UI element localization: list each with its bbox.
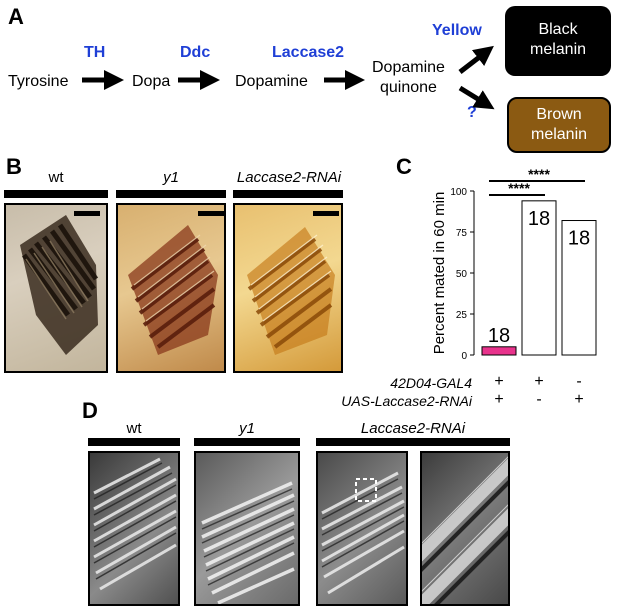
b-photo-y1: [116, 203, 226, 373]
chart-y-tick-label-75: 75: [456, 228, 468, 239]
chart-bar-1: [481, 346, 517, 356]
d-sem-zoom: [420, 451, 510, 606]
arrow-to-brown: [458, 85, 495, 110]
chart-bar-3: [561, 220, 597, 356]
dopamine-label: Dopamine: [235, 73, 308, 90]
quinone-label-line1: Dopamine: [372, 59, 445, 76]
th-enzyme-label: TH: [84, 44, 106, 61]
laccase2-enzyme-label: Laccase2: [272, 44, 345, 61]
b-y1-scale-bar: [198, 211, 224, 216]
d-sem-y1-combs: [201, 481, 295, 604]
unknown-enzyme-label: ?: [467, 104, 477, 121]
brown-melanin-line2: melanin: [530, 126, 588, 143]
black-melanin-line1: Black: [538, 21, 578, 38]
b-laccase2-scale-bar: [313, 211, 339, 216]
genotype-sign-row2-col3: +: [574, 391, 584, 408]
b-bar-y1: [116, 190, 226, 198]
mating-chart: Percent mated in 60 min 0 25 50 75 100 18 18 18 *…: [431, 166, 597, 362]
d-bar-wt: [88, 438, 180, 446]
arrow-to-black: [458, 45, 494, 74]
chart-y-tick-label-100: 100: [450, 187, 467, 198]
d-label-wt: wt: [126, 420, 142, 437]
genotype-sign-row1-col1: +: [494, 373, 504, 390]
b-wt-scale-bar: [74, 211, 100, 216]
quinone-label-line2: quinone: [380, 79, 437, 96]
chart-y-axis-label: Percent mated in 60 min: [431, 192, 448, 355]
b-label-laccase2: Laccase2-RNAi: [236, 169, 342, 186]
panel-a-letter: A: [8, 4, 24, 29]
d-sem-zoom-combs: [422, 456, 508, 604]
dopa-label: Dopa: [132, 73, 171, 90]
b-y1-combs: [128, 225, 218, 355]
black-melanin-box: Black melanin: [505, 6, 611, 76]
brown-melanin-line1: Brown: [536, 106, 582, 123]
black-melanin-line2: melanin: [529, 41, 587, 58]
significance-stars-2: ****: [508, 180, 530, 196]
panel-c-letter: C: [396, 154, 412, 179]
b-label-y1: y1: [163, 169, 179, 186]
brown-melanin-box: Brown melanin: [507, 97, 611, 153]
genotype-row-rnai: UAS-Laccase2-RNAi: [341, 393, 472, 409]
chart-bar-label-2: 18: [528, 208, 550, 230]
chart-bar-2: [521, 200, 557, 356]
genotype-sign-row1-col3: -: [576, 373, 582, 390]
tyrosine-label: Tyrosine: [8, 73, 69, 90]
genotype-row-gal4: 42D04-GAL4: [390, 375, 472, 391]
d-sem-wt: [88, 451, 180, 606]
b-laccase2-combs: [247, 227, 335, 355]
b-photo-wt: [4, 203, 108, 373]
significance-stars-1: ****: [528, 166, 550, 182]
d-label-laccase2: Laccase2-RNAi: [360, 420, 466, 437]
b-label-wt: wt: [48, 169, 64, 186]
genotype-sign-row1-col2: +: [534, 373, 544, 390]
genotype-sign-row2-col2: -: [536, 391, 542, 408]
yellow-enzyme-label: Yellow: [432, 22, 482, 39]
b-bar-wt: [4, 190, 108, 198]
ddc-enzyme-label: Ddc: [180, 44, 211, 61]
d-bar-y1: [194, 438, 300, 446]
panel-d-letter: D: [82, 398, 98, 423]
genotype-sign-row2-col1: +: [494, 391, 504, 408]
pathway-arrows: [82, 45, 495, 110]
d-zoom-region-box: [355, 478, 377, 502]
d-bar-laccase2: [316, 438, 510, 446]
d-label-y1: y1: [239, 420, 255, 437]
chart-bar-label-1: 18: [488, 325, 510, 347]
chart-y-tick-label-25: 25: [456, 310, 468, 321]
b-wt-combs: [20, 215, 99, 355]
b-photo-laccase2: [233, 203, 343, 373]
d-sem-laccase2: [316, 451, 408, 606]
d-sem-wt-combs: [93, 457, 177, 591]
panel-b-letter: B: [6, 154, 22, 179]
chart-y-tick-label-0: 0: [461, 351, 467, 362]
chart-bar-label-3: 18: [568, 228, 590, 250]
chart-y-tick-label-50: 50: [456, 269, 468, 280]
b-bar-laccase2: [233, 190, 343, 198]
d-sem-y1: [194, 451, 300, 606]
d-sem-laccase2-combs: [321, 471, 405, 595]
